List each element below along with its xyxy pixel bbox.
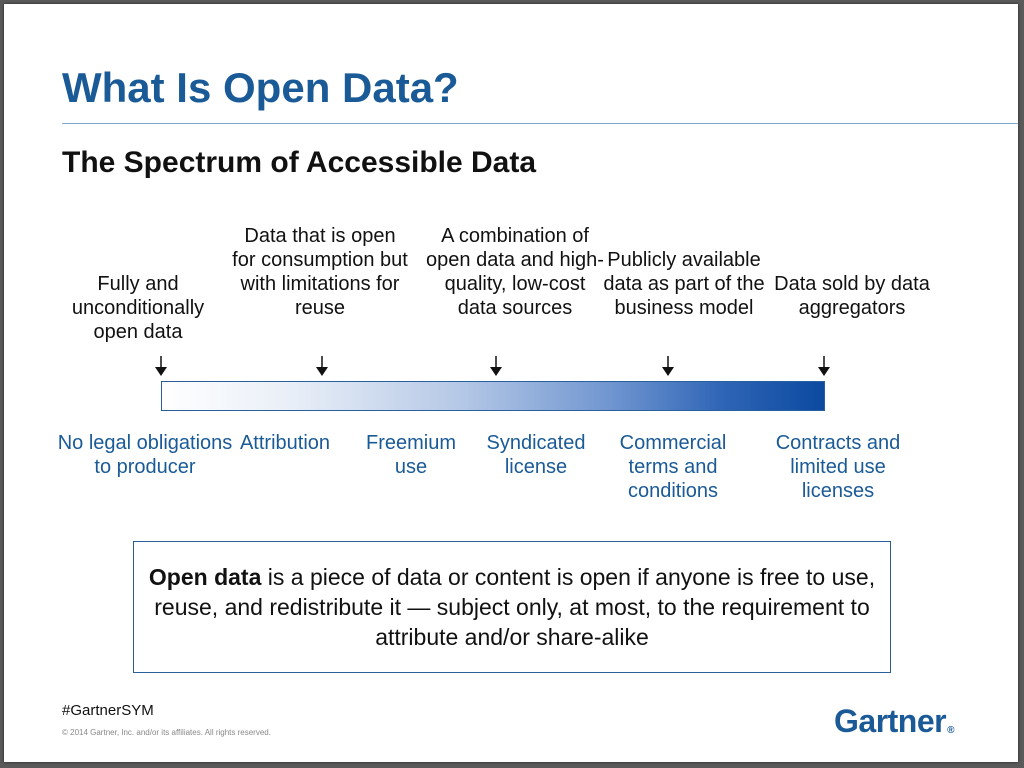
arrow-down-icon xyxy=(490,356,502,376)
bottom-label-syndicated: Syndicated license xyxy=(486,432,586,478)
title-divider xyxy=(62,123,1018,124)
top-label-limited-reuse: Data that is open for consumption but wi… xyxy=(232,225,408,319)
logo-text: Gartner xyxy=(834,703,947,739)
arrow-down-icon xyxy=(316,356,328,376)
top-label-data-sold: Data sold by data aggregators xyxy=(774,273,930,319)
arrow-down-icon xyxy=(155,356,167,376)
slide-subtitle: The Spectrum of Accessible Data xyxy=(62,146,537,179)
slide-title: What Is Open Data? xyxy=(62,64,459,111)
top-label-combination: A combination of open data and high-qual… xyxy=(426,225,604,319)
bottom-label-contracts: Contracts and limited use licenses xyxy=(775,432,901,502)
hashtag: #GartnerSYM xyxy=(62,702,154,719)
top-label-fully-open: Fully and unconditionally open data xyxy=(71,273,205,343)
bottom-label-commercial: Commercial terms and conditions xyxy=(619,432,727,502)
definition-text: is a piece of data or content is open if… xyxy=(154,564,876,650)
arrow-down-icon xyxy=(662,356,674,376)
gartner-logo: Gartner® xyxy=(834,703,954,740)
slide: What Is Open Data? The Spectrum of Acces… xyxy=(4,4,1018,762)
bottom-label-attribution: Attribution xyxy=(239,432,331,454)
bottom-label-no-legal: No legal obligations to producer xyxy=(57,432,233,478)
spectrum-gradient-bar xyxy=(161,381,825,411)
arrow-down-icon xyxy=(818,356,830,376)
definition-box: Open data is a piece of data or content … xyxy=(133,541,891,673)
top-label-publicly-available: Publicly available data as part of the b… xyxy=(603,249,765,319)
bottom-label-freemium: Freemium use xyxy=(365,432,456,478)
definition-term: Open data xyxy=(148,564,262,590)
registered-mark: ® xyxy=(947,725,954,736)
copyright-notice: © 2014 Gartner, Inc. and/or its affiliat… xyxy=(62,728,271,737)
